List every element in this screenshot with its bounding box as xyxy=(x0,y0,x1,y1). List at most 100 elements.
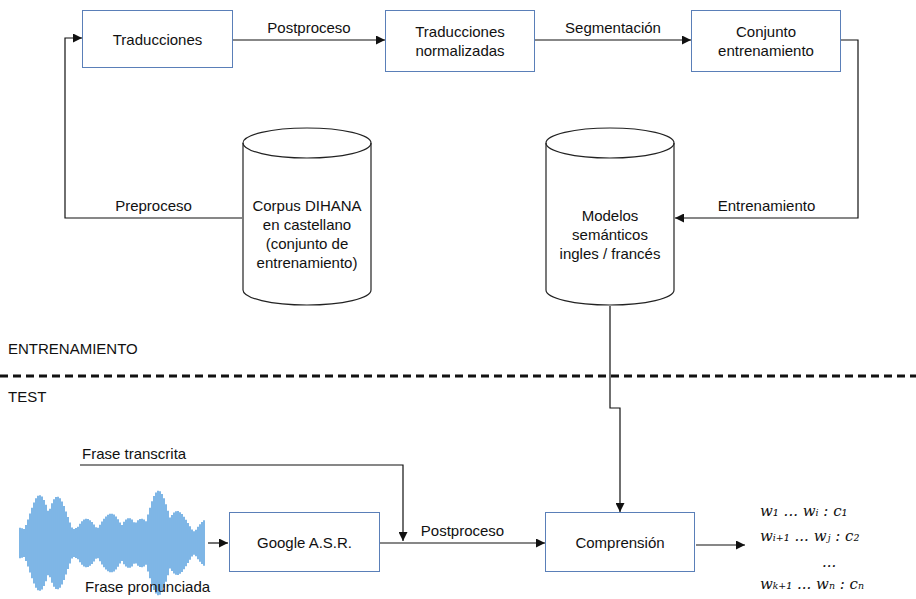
wave-stroke xyxy=(83,520,84,567)
wave-stroke xyxy=(19,528,20,558)
wave-stroke xyxy=(115,516,116,569)
wave-stroke xyxy=(25,525,26,561)
wave-stroke xyxy=(195,530,196,557)
process-box: Comprensión xyxy=(545,512,695,572)
wave-stroke xyxy=(147,515,148,572)
wave-stroke xyxy=(39,495,40,591)
output-segment: wₖ₊₁ ... wₙ : cₙ xyxy=(760,575,864,593)
wave-stroke xyxy=(35,498,36,587)
process-box: Traducciones normalizadas xyxy=(385,10,535,72)
wave-stroke xyxy=(93,524,94,561)
wave-stroke xyxy=(103,519,104,567)
wave-stroke xyxy=(79,524,80,563)
wave-stroke xyxy=(169,517,170,568)
output-segment: w₁ ... wᵢ : c₁ xyxy=(760,502,848,520)
edge-label: Segmentación xyxy=(563,19,663,37)
wave-stroke xyxy=(171,515,172,571)
wave-stroke xyxy=(43,500,44,586)
wave-stroke xyxy=(185,520,186,566)
wave-stroke xyxy=(129,518,130,568)
wave-stroke xyxy=(203,520,204,566)
wave-stroke xyxy=(139,519,140,567)
database-cylinder: Modelos semánticos ingles / francés xyxy=(545,128,675,306)
output-segment: ... xyxy=(822,553,836,571)
wave-stroke xyxy=(201,522,202,564)
section-divider xyxy=(0,375,916,378)
wave-stroke xyxy=(151,501,152,584)
flow-arrow xyxy=(380,542,545,543)
output-arrow xyxy=(696,544,745,545)
wave-stroke xyxy=(197,527,198,559)
wave-stroke xyxy=(99,525,100,562)
wave-stroke xyxy=(71,527,72,558)
wave-stroke xyxy=(47,511,48,575)
wave-stroke xyxy=(61,502,62,585)
wave-stroke xyxy=(69,522,70,563)
wave-stroke xyxy=(199,524,200,562)
wave-stroke xyxy=(175,511,176,575)
wave-stroke xyxy=(143,520,144,567)
node-text: Traducciones xyxy=(88,30,228,49)
node-text: Modelos semánticos ingles / francés xyxy=(553,206,667,263)
wave-stroke xyxy=(33,502,34,583)
wave-stroke xyxy=(21,528,22,558)
wave-stroke xyxy=(81,521,82,565)
wave-stroke xyxy=(45,505,46,581)
wave-stroke xyxy=(127,518,128,568)
wave-stroke xyxy=(167,511,168,576)
wave-stroke xyxy=(67,517,68,569)
process-box: Conjunto entrenamiento xyxy=(691,10,841,72)
process-box: Google A.S.R. xyxy=(229,512,380,572)
edge-label: Postproceso xyxy=(265,19,352,37)
wave-stroke xyxy=(105,517,106,570)
wave-stroke xyxy=(161,494,162,592)
wave-stroke xyxy=(107,515,108,571)
wave-stroke xyxy=(95,527,96,559)
wave-stroke xyxy=(31,508,32,579)
wave-stroke xyxy=(131,520,132,567)
wave-stroke xyxy=(77,527,78,559)
database-cylinder: Corpus DIHANA en castellano (conjunto de… xyxy=(242,128,372,306)
process-box: Traducciones xyxy=(82,10,233,68)
flow-arrow xyxy=(233,39,385,40)
wave-stroke xyxy=(41,497,42,590)
input-label: Frase pronunciada xyxy=(85,578,210,596)
wave-stroke xyxy=(181,514,182,572)
wave-stroke xyxy=(177,511,178,575)
node-text: Conjunto entrenamiento xyxy=(706,22,826,60)
flow-arrow xyxy=(610,306,620,512)
wave-stroke xyxy=(183,517,184,569)
wave-stroke xyxy=(75,528,76,558)
section-label: ENTRENAMIENTO xyxy=(8,340,138,358)
wave-stroke xyxy=(87,519,88,567)
wave-stroke xyxy=(141,519,142,568)
wave-stroke xyxy=(109,514,110,572)
wave-stroke xyxy=(193,531,194,554)
wave-stroke xyxy=(55,497,56,589)
section-label: TEST xyxy=(8,388,46,406)
wave-stroke xyxy=(29,514,30,573)
wave-stroke xyxy=(51,503,52,582)
output-segment: wᵢ₊₁ ... wⱼ : c₂ xyxy=(760,527,859,545)
wave-stroke xyxy=(85,519,86,567)
wave-stroke xyxy=(123,522,124,564)
wave-stroke xyxy=(27,519,28,566)
node-text: Google A.S.R. xyxy=(235,533,375,552)
wave-stroke xyxy=(91,522,92,564)
wave-stroke xyxy=(163,498,164,587)
wave-stroke xyxy=(111,514,112,573)
wave-stroke xyxy=(37,496,38,590)
wave-stroke xyxy=(121,525,122,561)
wave-stroke xyxy=(63,506,64,580)
wave-stroke xyxy=(53,499,54,586)
wave-stroke xyxy=(125,519,126,566)
wave-stroke xyxy=(59,498,60,587)
wave-stroke xyxy=(189,526,190,559)
input-label: Frase transcrita xyxy=(82,445,186,463)
wave-stroke xyxy=(119,523,120,564)
wave-stroke xyxy=(133,522,134,564)
node-text: Corpus DIHANA en castellano (conjunto de… xyxy=(250,196,364,272)
wave-stroke xyxy=(191,529,192,556)
wave-stroke xyxy=(173,512,174,573)
